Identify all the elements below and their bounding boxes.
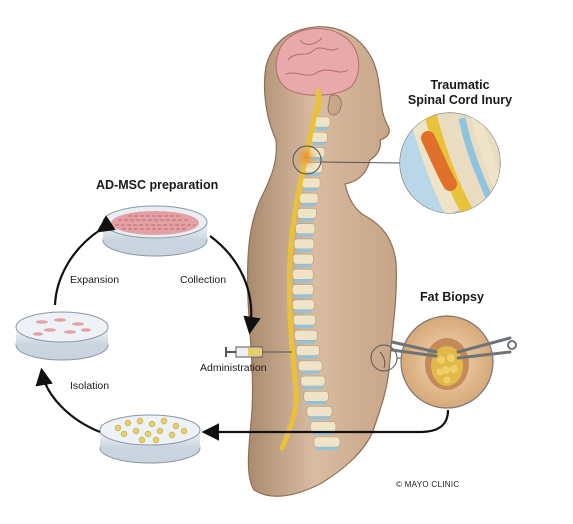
vertebra (295, 330, 318, 340)
label-administration: Administration (200, 362, 267, 374)
intervertebral-disc (295, 310, 313, 313)
vertebra (307, 407, 332, 417)
intervertebral-disc (299, 218, 314, 221)
intervertebral-disc (295, 325, 313, 328)
biopsy-callout (401, 316, 493, 408)
dish-top (103, 206, 207, 256)
vertebra (300, 193, 318, 203)
vertebra (293, 254, 313, 264)
intervertebral-disc (313, 142, 325, 145)
intervertebral-disc (306, 401, 327, 404)
intervertebral-disc (300, 371, 320, 374)
vertebra (293, 315, 315, 325)
vertebra (297, 208, 316, 218)
intervertebral-disc (302, 203, 316, 206)
preparation-title: AD-MSC preparation (96, 178, 218, 192)
intervertebral-disc (298, 356, 317, 359)
vertebra (301, 376, 325, 386)
vertebra (294, 239, 314, 249)
credit-text: © MAYO CLINIC (396, 480, 459, 489)
label-isolation: Isolation (70, 380, 109, 392)
vertebra (298, 361, 322, 371)
vertebra (314, 437, 340, 447)
vertebra (296, 346, 319, 356)
intervertebral-disc (309, 417, 330, 420)
intervertebral-disc (294, 295, 311, 298)
intervertebral-disc (316, 127, 328, 130)
vertebra (292, 285, 313, 295)
injury-callout (400, 113, 500, 213)
label-collection: Collection (180, 274, 226, 286)
label-expansion: Expansion (70, 274, 119, 286)
injury-callout-title: Traumatic Spinal Cord Inury (400, 78, 520, 108)
brain (276, 28, 359, 95)
vertebra (293, 300, 315, 310)
intervertebral-disc (297, 340, 316, 343)
vertebra (310, 422, 336, 432)
vertebra (292, 269, 313, 279)
vertebra (304, 391, 329, 401)
biopsy-callout-title: Fat Biopsy (412, 290, 492, 305)
intervertebral-disc (304, 188, 318, 191)
injury-title-line1: Traumatic (400, 78, 520, 93)
arrow-expansion (55, 230, 100, 305)
intervertebral-disc (296, 249, 312, 252)
intervertebral-disc (295, 264, 311, 267)
dish-bottom (100, 415, 200, 463)
vertebra (296, 224, 315, 234)
vertebra (302, 178, 320, 188)
intervertebral-disc (298, 234, 313, 237)
intervertebral-disc (316, 447, 338, 450)
intervertebral-disc (303, 386, 323, 389)
injury-title-line2: Spinal Cord Inury (400, 93, 520, 108)
dish-middle (16, 312, 108, 360)
intervertebral-disc (294, 279, 311, 282)
